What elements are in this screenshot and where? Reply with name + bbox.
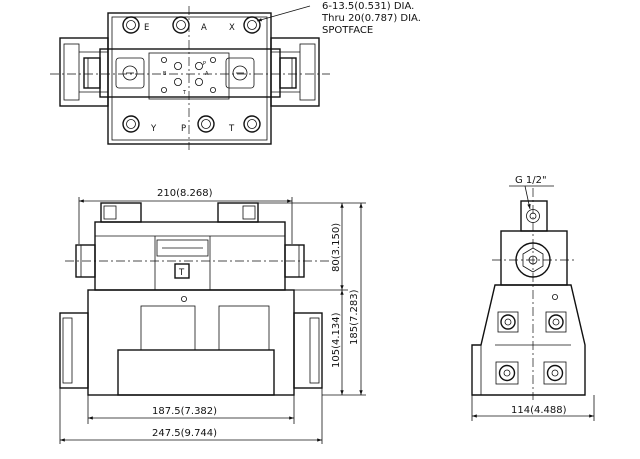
pilot-label-a: A xyxy=(205,71,209,77)
side-bolt-icon xyxy=(495,361,519,385)
side-bolt-icon xyxy=(543,361,567,385)
front-plate-label: T xyxy=(178,268,185,278)
dim-height-lower: 105(4.134) xyxy=(331,312,342,368)
port-label-p: P xyxy=(181,124,186,134)
dim-210: 210(8.268) xyxy=(78,188,293,244)
dim-height-total: 185(7.283) xyxy=(349,289,360,345)
top-view: E A X Y P T B P A T xyxy=(50,5,330,150)
dim-height-upper: 80(3.150) xyxy=(331,223,342,272)
dim-side-width-label: 114(4.488) xyxy=(511,405,567,416)
dim-width-top: 210(8.268) xyxy=(157,188,213,199)
dim-verticals: 80(3.150) 105(4.134) 185(7.283) xyxy=(258,202,366,396)
pilot-label-t: T xyxy=(182,90,187,96)
side-bolt-icon xyxy=(497,311,519,333)
port-label-t: T xyxy=(228,124,235,134)
mounting-bolt-icon xyxy=(122,115,140,133)
dim-bottom: 187.5(7.382) 247.5(9.744) xyxy=(59,388,323,444)
mounting-bolt-icon xyxy=(243,16,261,34)
dim-width-bottom: 247.5(9.744) xyxy=(152,428,217,439)
thread-label: G 1/2" xyxy=(515,175,547,186)
spotface-note: 6-13.5(0.531) DIA. Thru 20(0.787) DIA. S… xyxy=(321,1,421,36)
mounting-bolt-icon xyxy=(243,115,261,133)
port-label-x: X xyxy=(229,23,235,33)
pilot-label-p: P xyxy=(203,61,206,67)
side-view: G 1/2" xyxy=(471,175,586,400)
mounting-bolt-icon xyxy=(197,115,215,133)
dim-side-width: 114(4.488) xyxy=(471,395,595,421)
note-line-2: Thru 20(0.787) DIA. xyxy=(321,13,421,24)
side-bolt-icon xyxy=(545,311,567,333)
note-line-3: SPOTFACE xyxy=(322,25,373,36)
front-view: T xyxy=(59,202,330,396)
dim-width-mid: 187.5(7.382) xyxy=(152,406,217,417)
port-label-a: A xyxy=(201,23,207,33)
mounting-bolt-icon xyxy=(172,16,190,34)
note-line-1: 6-13.5(0.531) DIA. xyxy=(322,1,414,12)
mounting-bolt-icon xyxy=(122,16,140,34)
pilot-label-b: B xyxy=(163,71,167,77)
port-label-e: E xyxy=(144,23,149,33)
port-label-y: Y xyxy=(150,124,157,134)
